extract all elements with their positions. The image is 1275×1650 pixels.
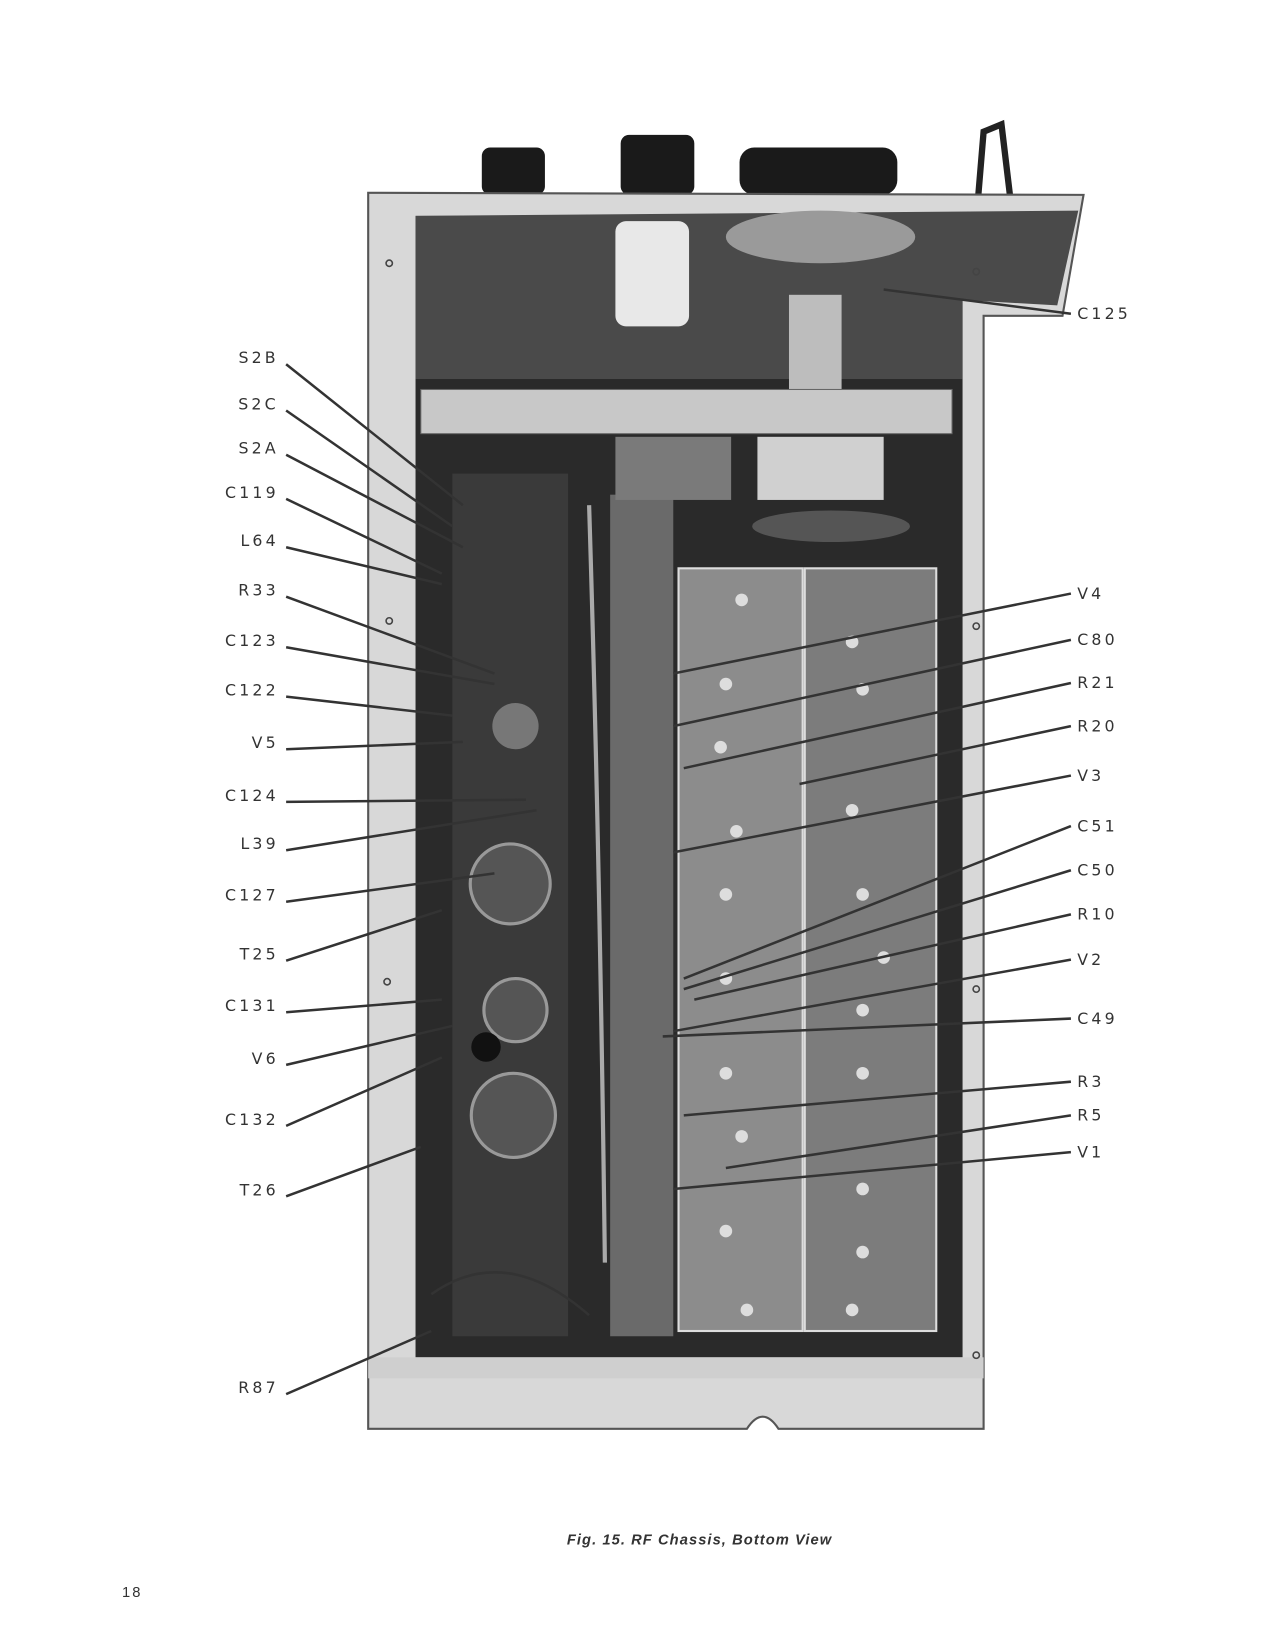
callout-label: S2C <box>238 394 279 413</box>
callout-label: C80 <box>1077 630 1118 649</box>
leader-line <box>683 1080 1072 1117</box>
callout-label: V1 <box>1077 1142 1104 1161</box>
leader-line <box>683 824 1072 980</box>
chassis-photo <box>367 119 1085 1430</box>
leader-line <box>285 363 464 507</box>
leader-line <box>286 798 527 804</box>
leader-line <box>285 453 464 549</box>
left-callouts: S2B S2C S2A C119L64R33C123C122V5C124L39C127… <box>225 348 279 1397</box>
callout-label: R5 <box>1077 1106 1104 1125</box>
callout-label: V2 <box>1077 950 1104 969</box>
leader-line <box>285 546 443 586</box>
leader-line <box>285 409 454 528</box>
callout-label: R3 <box>1077 1072 1104 1091</box>
leader-line <box>673 958 1072 1033</box>
callout-label: V5 <box>252 733 279 752</box>
callout-label: L39 <box>240 834 278 853</box>
leader-line <box>285 872 495 904</box>
leader-line <box>672 638 1072 728</box>
figure-caption: Fig. 15. RF Chassis, Bottom View <box>567 1533 833 1549</box>
leader-line <box>799 724 1072 786</box>
callout-label: C119 <box>225 483 279 502</box>
leader-line <box>286 998 442 1014</box>
leader-line <box>285 645 495 686</box>
callout-label: C123 <box>225 631 279 650</box>
leader-line <box>285 595 495 675</box>
callout-label: C125 <box>1077 304 1131 323</box>
callout-label: C51 <box>1077 816 1118 835</box>
callout-label: R20 <box>1077 716 1117 735</box>
callout-label: R33 <box>238 581 278 600</box>
callout-label: R10 <box>1077 905 1117 924</box>
callout-label: C49 <box>1077 1009 1118 1028</box>
leader-line <box>883 288 1072 315</box>
callout-label: V6 <box>252 1049 279 1068</box>
callout-label: S2A <box>238 439 278 458</box>
callout-label: C132 <box>225 1110 279 1129</box>
callout-label: C131 <box>225 996 279 1015</box>
leader-line <box>285 909 443 962</box>
leader-line <box>285 497 443 575</box>
leader-line <box>285 1329 432 1396</box>
callout-label: T26 <box>239 1180 279 1199</box>
callout-label: C127 <box>225 886 279 905</box>
callout-label: T25 <box>239 945 279 964</box>
leader-line <box>285 695 453 717</box>
leader-line <box>694 913 1072 1001</box>
leader-line <box>286 740 463 751</box>
callout-label: S2B <box>238 348 278 367</box>
callout-label: V4 <box>1077 584 1104 603</box>
leader-line <box>683 869 1072 991</box>
callout-label: R21 <box>1077 673 1117 692</box>
leader-line <box>673 1150 1072 1191</box>
page-number: 18 <box>122 1585 143 1601</box>
leader-line <box>673 592 1072 675</box>
callout-label: C50 <box>1077 860 1118 879</box>
leader-line <box>285 1024 453 1067</box>
leader-line <box>285 1145 422 1198</box>
callout-label: R87 <box>238 1378 278 1397</box>
callout-label: L64 <box>240 531 278 550</box>
leader-lines <box>285 288 1072 1396</box>
callout-label: C124 <box>225 786 279 805</box>
callout-label: C122 <box>225 681 279 700</box>
callout-label: V3 <box>1077 766 1104 785</box>
leader-line <box>683 681 1072 770</box>
leader-line <box>725 1114 1072 1170</box>
leader-line <box>662 1017 1071 1038</box>
leader-line <box>285 1056 443 1128</box>
leader-line <box>673 774 1072 854</box>
leader-line <box>285 809 537 852</box>
